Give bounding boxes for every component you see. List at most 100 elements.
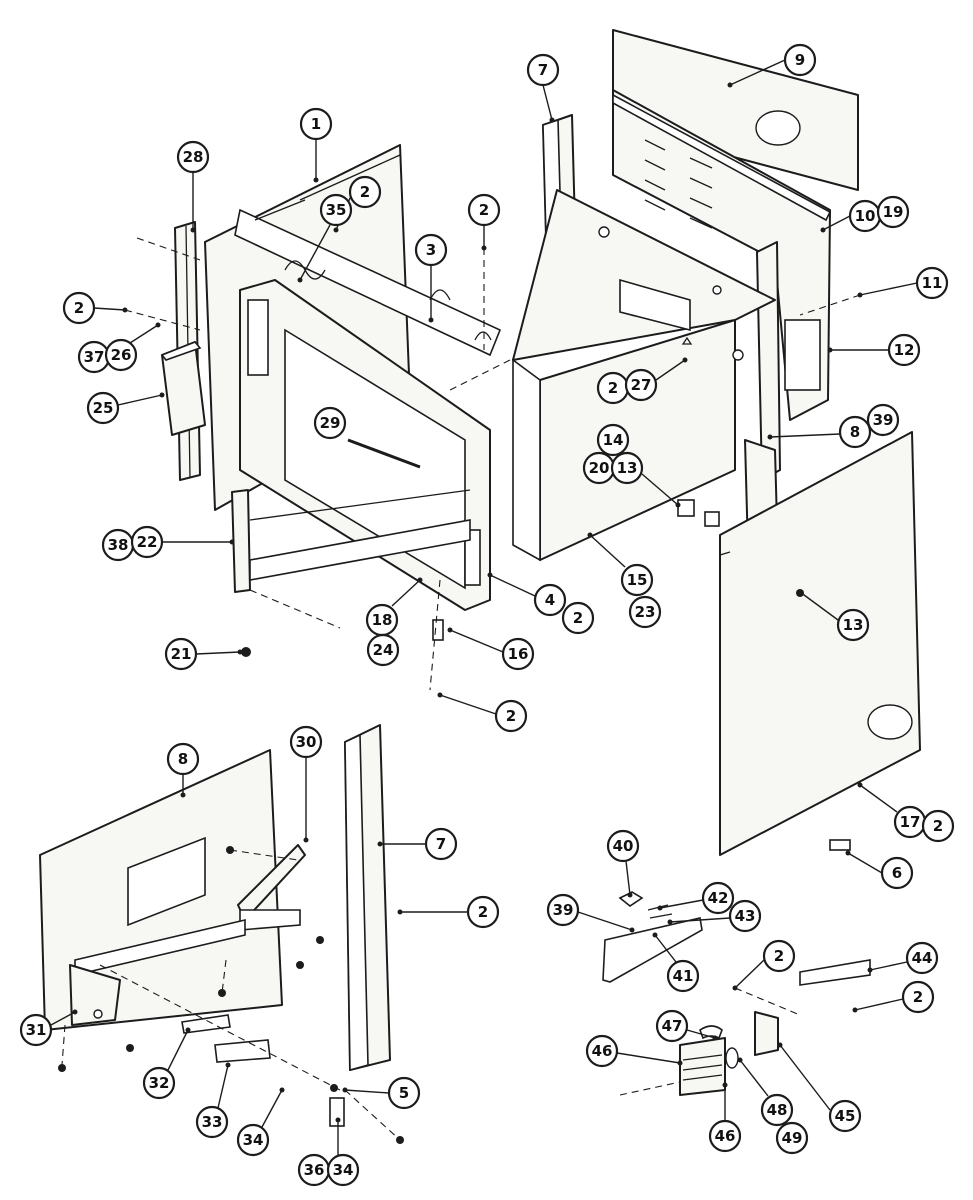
leader-arrow [777, 1042, 783, 1048]
callout-number: 37 [84, 348, 105, 366]
callout-number: 16 [508, 645, 529, 663]
callout-c41: 41 [652, 932, 700, 993]
callout-bubble [86, 391, 120, 425]
callout-bubble [299, 107, 333, 141]
leader-arrow [377, 841, 383, 847]
leader-arrow [675, 502, 681, 508]
callout-bubble [467, 193, 501, 227]
leader-arrow [481, 245, 487, 251]
callout-bubble [166, 742, 200, 776]
leader-arrow [682, 357, 688, 363]
leader-line [50, 1011, 76, 1026]
callout-c43: 43 [667, 899, 762, 933]
callout-bubble [728, 899, 762, 933]
callout-c48: 48 [737, 1057, 794, 1127]
callout-number: 11 [922, 274, 943, 292]
callout-number: 8 [178, 750, 188, 768]
callout-bubble [585, 1034, 619, 1068]
callout-bubble [546, 893, 580, 927]
leader-arrow [180, 792, 186, 798]
callout-number: 2 [360, 183, 370, 201]
leader-arrow [335, 1117, 341, 1123]
callout-bubble [866, 403, 900, 437]
callout-bubble [760, 1093, 794, 1127]
callout-bubble [387, 1076, 421, 1110]
callout-c37: 37 [77, 340, 111, 374]
callout-number: 3 [426, 241, 436, 259]
leader-arrow [229, 539, 235, 545]
leader-line [659, 899, 704, 909]
leader-arrow [712, 1035, 718, 1041]
callout-c46b: 46 [708, 1082, 742, 1153]
leader-arrow [549, 117, 555, 123]
callout-bubble [319, 193, 353, 227]
callout-number: 23 [635, 603, 656, 621]
leader-line [669, 917, 731, 923]
callout-number: 4 [545, 591, 555, 609]
callout-number: 31 [26, 1021, 47, 1039]
callout-bubble [828, 1099, 862, 1133]
alignment-lines-lower [61, 849, 401, 1141]
leader-line [589, 534, 626, 568]
callout-c2g: 2 [921, 809, 955, 843]
callout-bubble [164, 637, 198, 671]
leader-arrow [852, 1007, 858, 1013]
callout-c10: 10 [820, 199, 882, 233]
callout-c2i: 2 [732, 939, 796, 991]
callout-c2c: 2 [62, 291, 128, 325]
callout-number: 28 [183, 148, 204, 166]
alignment-lines-upper [124, 237, 861, 691]
callout-bubble [130, 525, 164, 559]
callout-bubble [62, 291, 96, 325]
callout-number: 14 [603, 431, 624, 449]
callout-number: 2 [74, 299, 84, 317]
leader-line [654, 934, 677, 963]
callout-c30: 30 [289, 725, 323, 843]
callout-number: 9 [795, 51, 805, 69]
leader-arrow [727, 82, 733, 88]
callout-c39b: 39 [546, 893, 635, 933]
leader-arrow [437, 692, 443, 698]
callout-number: 26 [111, 346, 132, 364]
callout-number: 45 [835, 1107, 856, 1125]
callout-bubble [775, 1121, 809, 1155]
leader-arrow [279, 1087, 285, 1093]
leader-arrow [237, 649, 243, 655]
callout-number: 17 [900, 813, 921, 831]
callout-c20: 20 [582, 451, 616, 485]
callout-c5: 5 [342, 1076, 421, 1110]
callout-number: 41 [673, 967, 694, 985]
leader-arrow [797, 589, 803, 595]
leader-arrow [159, 392, 165, 398]
callout-bubble [236, 1123, 270, 1157]
callout-c27: 27 [624, 357, 688, 402]
callout-number: 22 [137, 533, 158, 551]
callout-number: 38 [108, 536, 129, 554]
callout-bubble [655, 1009, 689, 1043]
callout-c34b: 34 [326, 1117, 360, 1187]
leader-arrow [397, 909, 403, 915]
leader-arrow [820, 227, 826, 233]
callout-c3: 3 [414, 233, 448, 323]
callout-bubble [596, 423, 630, 457]
callout-bubble [466, 895, 500, 929]
callout-number: 29 [320, 414, 341, 432]
bracket-30 [237, 844, 306, 931]
callout-number: 7 [538, 61, 548, 79]
callout-number: 44 [912, 949, 933, 967]
callout-number: 2 [573, 609, 583, 627]
callout-number: 1 [311, 115, 321, 133]
leader-arrow [857, 292, 863, 298]
leader-line [449, 629, 504, 653]
callout-bubble [701, 881, 735, 915]
callout-number: 39 [873, 411, 894, 429]
leader-arrow [72, 1009, 78, 1015]
callout-c19: 19 [876, 195, 910, 229]
leader-line [167, 1029, 189, 1071]
leader-line [734, 959, 765, 989]
callout-c2d: 2 [596, 371, 630, 405]
callout-c31: 31 [19, 1009, 78, 1047]
leader-arrow [428, 317, 434, 323]
callout-c15: 15 [587, 532, 654, 597]
callout-bubble [195, 1105, 229, 1139]
